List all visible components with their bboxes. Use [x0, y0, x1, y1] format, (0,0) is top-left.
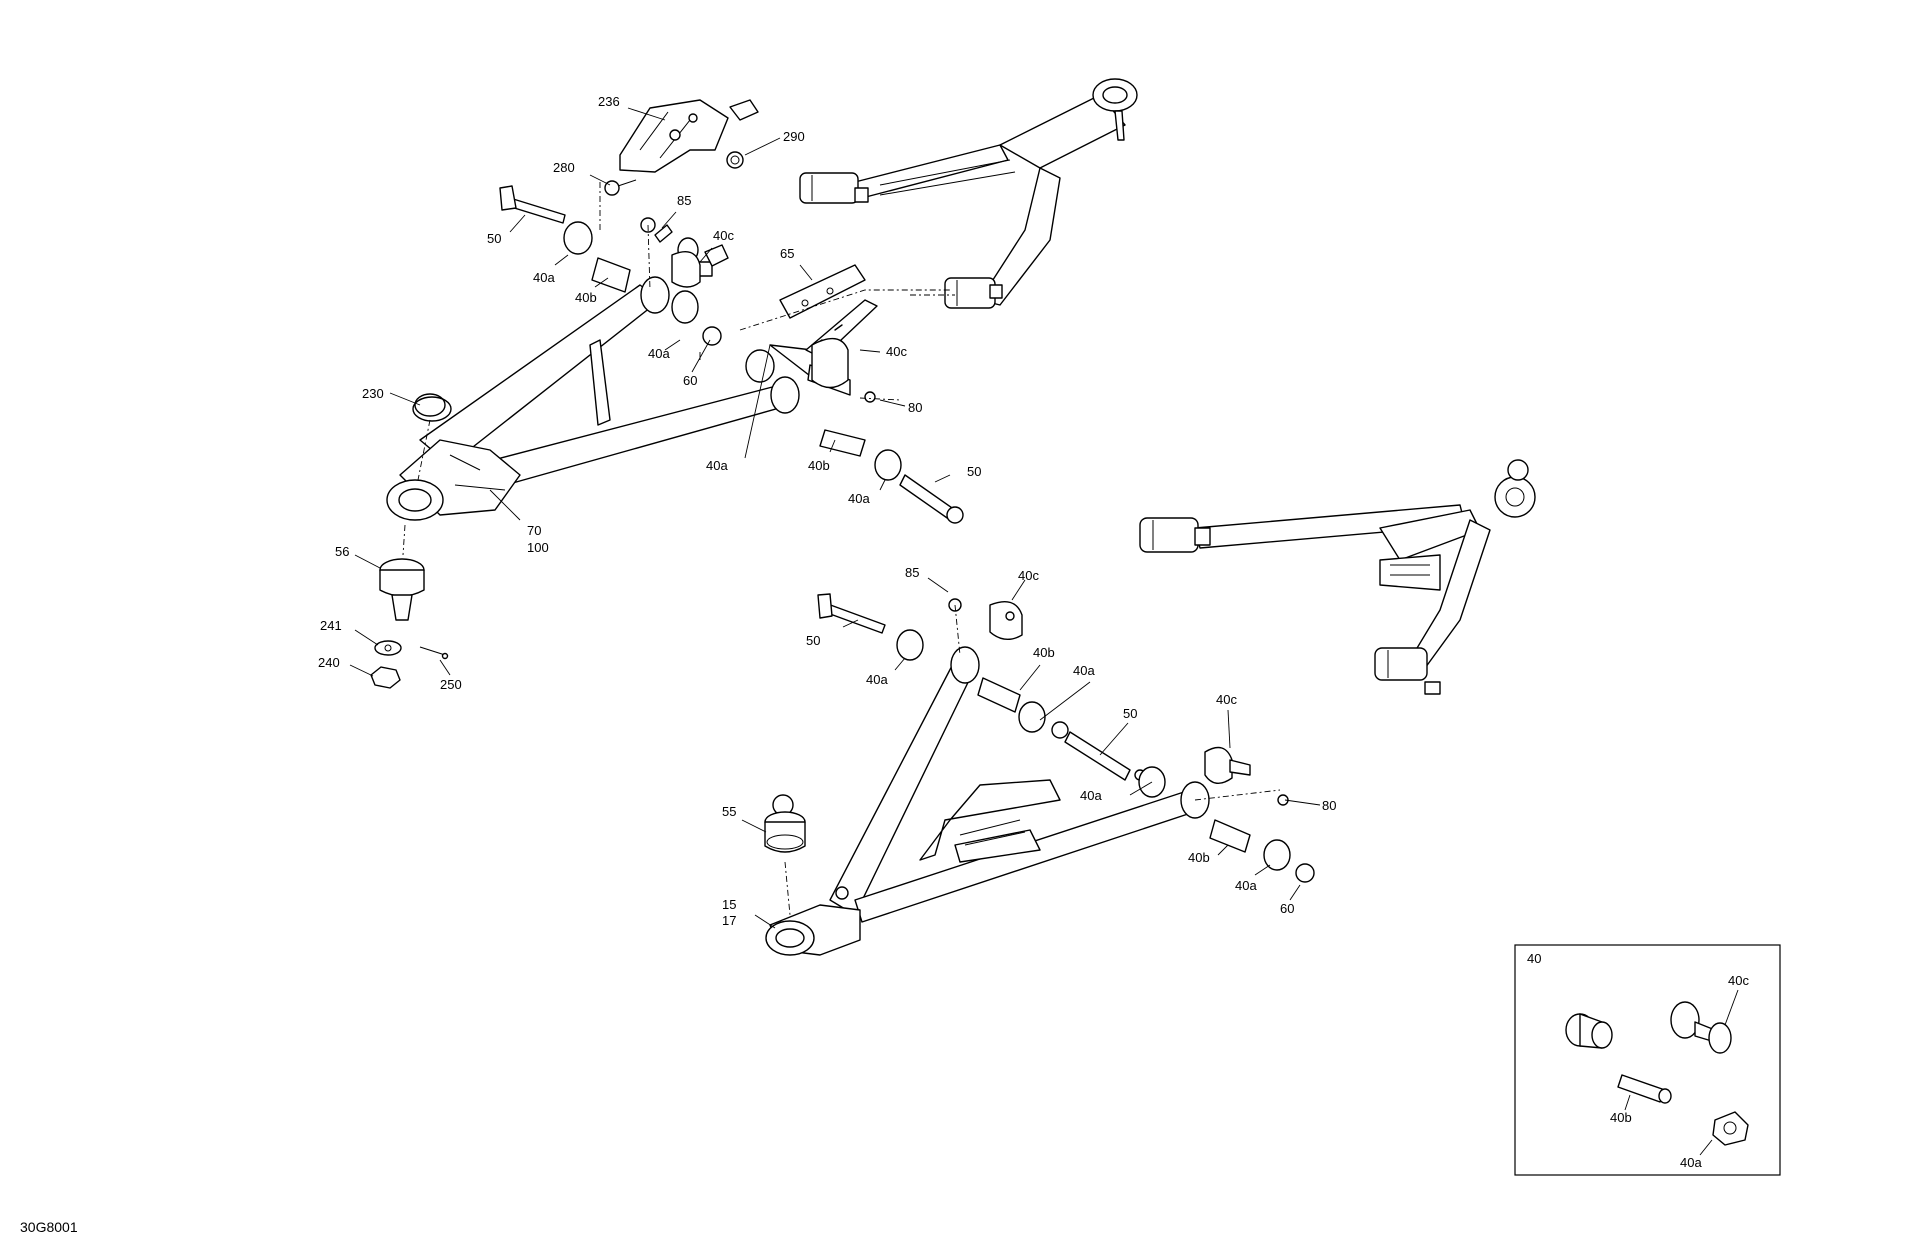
callout-40a: 40a	[533, 270, 555, 285]
upper-a-arm-top	[799, 78, 1138, 309]
hardware-lower-arm	[817, 593, 1315, 883]
callout-40c: 40c	[713, 228, 734, 243]
bushing-40c-upper	[671, 251, 849, 389]
inset-label-40a: 40a	[1680, 1155, 1702, 1170]
ring-230	[412, 396, 452, 422]
bracket-236	[604, 99, 759, 196]
callout-leaders	[349, 107, 1321, 929]
callout-85: 85	[905, 565, 919, 580]
callout-40c: 40c	[886, 344, 907, 359]
callout-241: 241	[320, 618, 342, 633]
callout-55: 55	[722, 804, 736, 819]
callout-40a: 40a	[1080, 788, 1102, 803]
callout-280: 280	[553, 160, 575, 175]
inset-label-40b: 40b	[1610, 1110, 1632, 1125]
callout-40b: 40b	[1033, 645, 1055, 660]
callout-15: 15	[722, 897, 736, 912]
callout-236: 236	[598, 94, 620, 109]
callout-80: 80	[1322, 798, 1336, 813]
callout-40a: 40a	[706, 458, 728, 473]
ball-joint-56	[370, 558, 449, 689]
callout-50: 50	[967, 464, 981, 479]
drawing-code: 30G8001	[20, 1219, 78, 1235]
callout-40a: 40a	[648, 346, 670, 361]
callout-40a: 40a	[848, 491, 870, 506]
callout-290: 290	[783, 129, 805, 144]
callout-50: 50	[1123, 706, 1137, 721]
callout-50: 50	[487, 231, 501, 246]
callout-240: 240	[318, 655, 340, 670]
centre-lines	[402, 180, 1281, 916]
callout-17: 17	[722, 913, 736, 928]
callout-56: 56	[335, 544, 349, 559]
callout-230: 230	[362, 386, 384, 401]
lower-a-arm-upper	[386, 276, 800, 521]
plate-65	[779, 264, 866, 319]
inset-label-40c: 40c	[1728, 973, 1749, 988]
upper-a-arm-middle	[1139, 459, 1536, 695]
callout-60: 60	[1280, 901, 1294, 916]
inset-box-40: 40 40c 40b 40a	[1514, 944, 1781, 1176]
callout-60: 60	[683, 373, 697, 388]
callout-40c: 40c	[1018, 568, 1039, 583]
callout-40a: 40a	[866, 672, 888, 687]
callout-40a: 40a	[1235, 878, 1257, 893]
callout-40c: 40c	[1216, 692, 1237, 707]
callout-250: 250	[440, 677, 462, 692]
callout-85: 85	[677, 193, 691, 208]
callout-40a: 40a	[1073, 663, 1095, 678]
lower-a-arm-bottom	[765, 646, 1210, 956]
callout-labels: 236 290 280 85 40c 50 40a 40b 65 40a 40c…	[318, 94, 1336, 928]
ball-joint-55	[764, 794, 806, 853]
callout-65: 65	[780, 246, 794, 261]
inset-title: 40	[1527, 951, 1541, 966]
callout-80: 80	[908, 400, 922, 415]
callout-40b: 40b	[575, 290, 597, 305]
callout-100: 100	[527, 540, 549, 555]
callout-40b: 40b	[808, 458, 830, 473]
callout-40b: 40b	[1188, 850, 1210, 865]
callout-70: 70	[527, 523, 541, 538]
callout-50: 50	[806, 633, 820, 648]
